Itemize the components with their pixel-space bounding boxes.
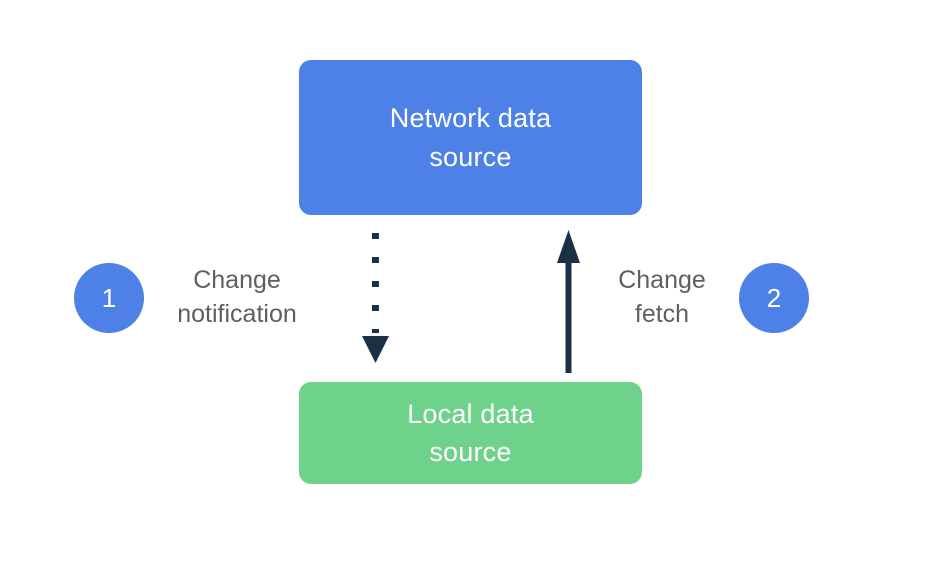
step-badge-2-number: 2 (766, 283, 782, 313)
arrow-change-notification-head-icon (362, 336, 389, 363)
node-network-data-source[interactable]: Network data source (299, 60, 642, 215)
step-badge-1-number: 1 (101, 283, 117, 313)
step-badge-1[interactable]: 1 (74, 263, 144, 333)
step-badge-2[interactable]: 2 (739, 263, 809, 333)
node-network-data-source-label: Network data source (389, 103, 552, 172)
edge-label-change-notification: Change notification (177, 266, 297, 328)
arrow-change-notification (362, 233, 389, 363)
arrow-change-fetch (557, 230, 580, 373)
edge-label-change-fetch: Change fetch (618, 266, 706, 328)
node-local-data-source[interactable]: Local data source (299, 382, 642, 484)
node-local-data-source-label: Local data source (407, 398, 534, 467)
arrow-change-fetch-head-icon (557, 230, 580, 263)
